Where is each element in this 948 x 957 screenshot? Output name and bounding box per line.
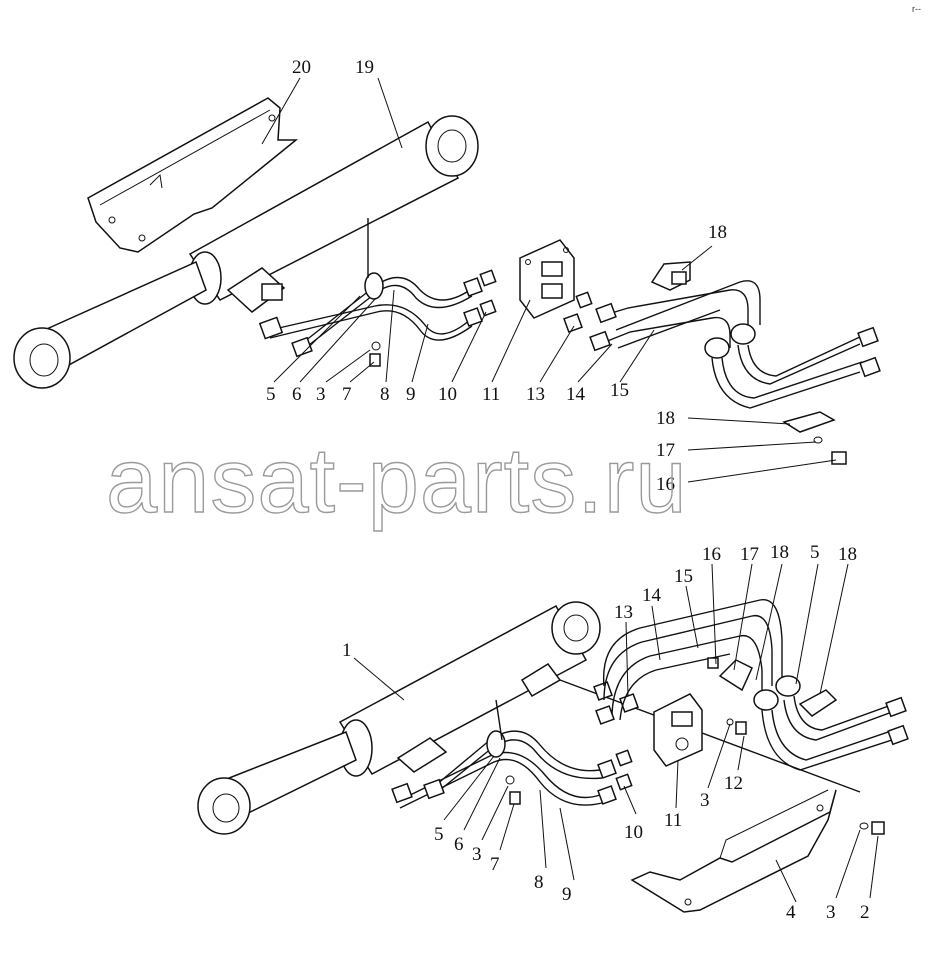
bottom-cylinder-eye — [551, 601, 601, 655]
bottom-label-3b: 3 — [472, 844, 482, 865]
bottom-label-9: 9 — [562, 884, 572, 905]
top-label-13: 13 — [526, 384, 545, 405]
bottom-label-13: 13 — [614, 602, 633, 623]
bottom-label-8: 8 — [534, 872, 544, 893]
top-label-18a: 18 — [708, 222, 727, 243]
bottom-label-1: 1 — [342, 640, 352, 661]
top-label-3: 3 — [316, 384, 326, 405]
top-tube-9 — [269, 304, 471, 335]
bottom-rod-eye — [197, 777, 251, 835]
top-label-9: 9 — [406, 384, 416, 405]
top-label-18b: 18 — [656, 408, 675, 429]
top-label-17: 17 — [656, 440, 675, 461]
bottom-label-3c: 3 — [826, 902, 836, 923]
bottom-label-11: 11 — [664, 810, 682, 831]
top-assembly: 20 19 18 18 17 16 5 6 3 7 8 9 10 11 13 1… — [13, 57, 881, 495]
bottom-label-16: 16 — [702, 544, 721, 565]
bottom-label-3a: 3 — [700, 790, 710, 811]
top-label-8: 8 — [380, 384, 390, 405]
bottom-guard-plate — [630, 789, 837, 913]
bottom-label-14: 14 — [642, 585, 662, 606]
top-label-6: 6 — [292, 384, 302, 405]
bottom-label-4: 4 — [786, 902, 796, 923]
bottom-manifold-block — [653, 693, 703, 767]
watermark: ansat-parts.ru — [106, 430, 688, 532]
bottom-cylinder-body — [338, 604, 588, 775]
top-label-16: 16 — [656, 474, 675, 495]
corner-mark: r-- — [912, 4, 921, 14]
bottom-label-5b: 5 — [434, 824, 444, 845]
bottom-label-5a: 5 — [810, 542, 820, 563]
top-label-20: 20 — [292, 57, 311, 78]
top-label-15: 15 — [610, 380, 629, 401]
bottom-assembly: 1 16 17 18 5 18 13 14 15 12 3 11 10 5 6 … — [197, 542, 909, 923]
bottom-label-18a: 18 — [770, 542, 789, 563]
top-label-19: 19 — [355, 57, 374, 78]
bottom-label-2: 2 — [860, 902, 870, 923]
top-label-5: 5 — [266, 384, 276, 405]
bottom-label-6: 6 — [454, 834, 464, 855]
bottom-label-12: 12 — [724, 773, 743, 794]
bottom-label-17: 17 — [740, 544, 759, 565]
top-rod-eye — [13, 327, 71, 389]
top-label-7: 7 — [342, 384, 352, 405]
top-label-10: 10 — [438, 384, 457, 405]
top-manifold-block — [519, 239, 575, 319]
top-label-14: 14 — [566, 384, 586, 405]
top-guard-plate — [87, 97, 299, 253]
top-label-11: 11 — [482, 384, 500, 405]
bottom-label-10: 10 — [624, 822, 643, 843]
top-cylinder-eye — [425, 115, 479, 177]
bottom-label-7: 7 — [490, 854, 500, 875]
bottom-label-15: 15 — [674, 566, 693, 587]
bottom-label-18b: 18 — [838, 544, 857, 565]
